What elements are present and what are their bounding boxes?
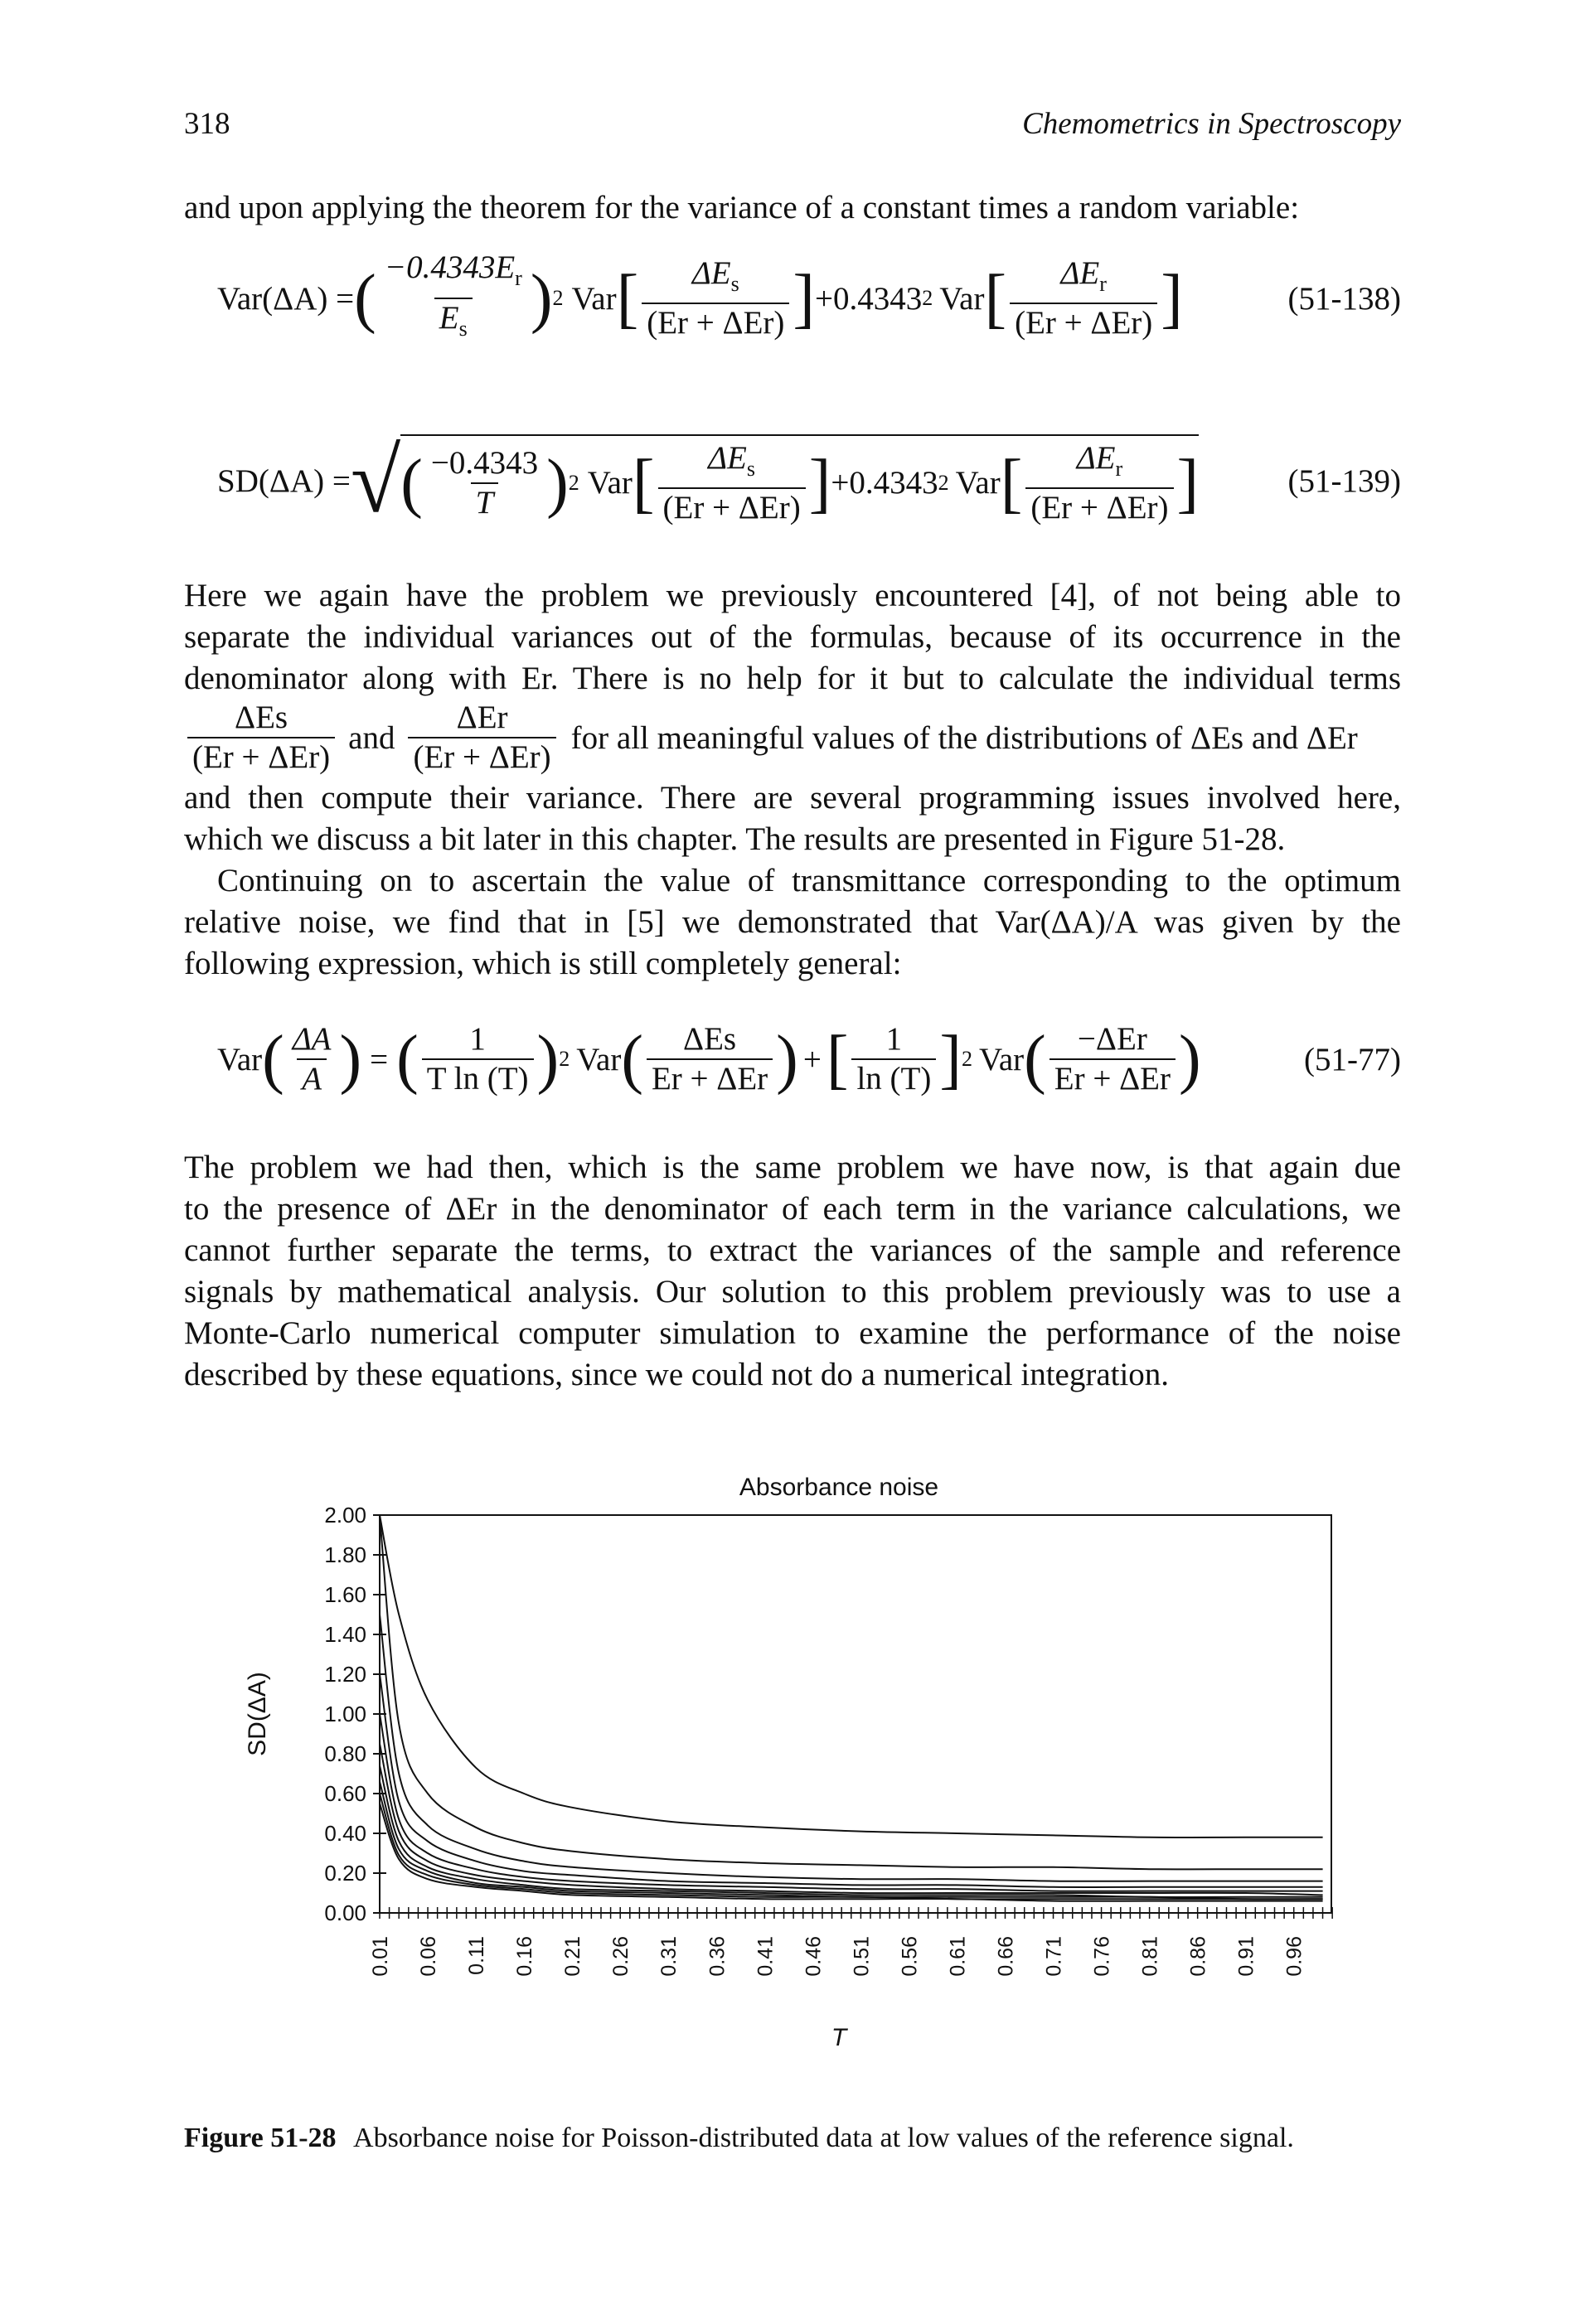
text-line: and upon applying the theorem for the va… [184, 190, 1300, 225]
equation-51-138: Var(ΔA) = ( −0.4343Er Es )2 Var [ ΔEs (E… [184, 249, 1401, 348]
x-tick-label: 0.86 [1187, 1936, 1210, 1977]
series-line [380, 1515, 1323, 1838]
x-tick-label: 0.06 [417, 1936, 440, 1977]
equation-51-77: Var ( ΔA A ) = ( 1 T ln (T) )2 Var ( ΔEs… [184, 1009, 1401, 1109]
text-line: cannot further separate the terms, to ex… [184, 1232, 1401, 1268]
series-line [380, 1803, 1323, 1902]
y-tick-label: 0.20 [324, 1861, 366, 1886]
equation-51-139: SD(ΔA) = √ ( −0.4343 T )2 Var [ ΔEs (Er … [217, 430, 1401, 531]
running-head: 318 Chemometrics in Spectroscopy [184, 106, 1401, 148]
y-tick-label: 1.80 [324, 1542, 366, 1567]
series-line [380, 1793, 1323, 1900]
intro-paragraph: and upon applying the theorem for the va… [184, 187, 1401, 229]
x-tick-label: 0.46 [802, 1936, 825, 1977]
x-tick-label: 0.11 [465, 1936, 488, 1975]
series-line [380, 1515, 1323, 1871]
text-line: signals by mathematical analysis. Our so… [184, 1274, 1401, 1310]
x-tick-label: 0.01 [369, 1936, 392, 1977]
inline-fraction: ΔEs (Er + ΔEr) [187, 699, 336, 777]
absorbance-noise-chart: Absorbance noise 0.00 0.20 0.40 0.60 0.80 1.00… [232, 1465, 1368, 2062]
series-line [380, 1713, 1323, 1892]
text-line: separate the individual variances out of… [184, 619, 1401, 655]
book-title: Chemometrics in Spectroscopy [1022, 107, 1401, 141]
y-tick-label: 1.20 [324, 1662, 366, 1687]
figure-caption: Figure 51-28 Absorbance noise for Poisso… [184, 2120, 1401, 2157]
text-line: Monte-Carlo numerical computer simulatio… [184, 1315, 1401, 1351]
text-line: and then compute their variance. There a… [184, 780, 1401, 816]
x-tick-label: 0.26 [609, 1936, 633, 1977]
series-line [380, 1673, 1323, 1888]
chart-svg: Absorbance noise 0.00 0.20 0.40 0.60 0.80 1.00… [244, 1474, 1333, 2051]
y-tick-label: 1.00 [324, 1702, 366, 1726]
x-tick-label: 0.76 [1091, 1936, 1114, 1977]
paragraph-1: Here we again have the problem we previo… [184, 575, 1401, 700]
series-line [380, 1781, 1323, 1900]
caption-text: Absorbance noise for Poisson-distributed… [353, 2123, 1294, 2153]
equation-number: (51-77) [1304, 1041, 1401, 1077]
x-tick-label: 0.71 [1043, 1936, 1066, 1977]
x-tick-label: 0.66 [994, 1936, 1017, 1977]
text-line: to the presence of ΔEr in the denominato… [184, 1191, 1401, 1227]
series-line [380, 1743, 1323, 1896]
paragraph-3: Continuing on to ascertain the value of … [184, 860, 1401, 985]
equation-number: (51-138) [1287, 280, 1401, 317]
y-tick-label: 2.00 [324, 1503, 366, 1528]
x-tick-label: 0.96 [1283, 1936, 1306, 1977]
x-tick-label: 0.21 [561, 1936, 584, 1977]
eq-fraction: ΔEr (Er + ΔEr) [1025, 439, 1174, 528]
eq-lhs: SD(ΔA) = [217, 462, 351, 499]
eq-lhs: Var(ΔA) = [217, 280, 355, 317]
x-tick-label: 0.36 [705, 1936, 729, 1977]
eq-fraction: 1 ln (T) [851, 1020, 937, 1098]
eq-fraction: ΔEs (Er + ΔEr) [657, 439, 806, 528]
y-axis-label: SD(ΔA) [244, 1672, 271, 1756]
x-tick-label: 0.16 [513, 1936, 536, 1977]
x-tick-label: 0.61 [946, 1936, 969, 1977]
text-line: Continuing on to ascertain the value of … [217, 863, 1401, 898]
y-tick-label: 0.80 [324, 1741, 366, 1766]
eq-fraction: 1 T ln (T) [421, 1020, 534, 1098]
inline-terms: ΔEs (Er + ΔEr) and ΔEr (Er + ΔEr) for al… [184, 696, 1401, 779]
eq-fraction: ΔA A [292, 1021, 332, 1097]
text-line: relative noise, we find that in [5] we d… [184, 904, 1401, 940]
eq-fraction: ΔEs Er + ΔEr [646, 1020, 773, 1098]
series-line [380, 1614, 1323, 1882]
x-tick-label: 0.81 [1139, 1936, 1162, 1977]
y-tick-label: 0.60 [324, 1781, 366, 1806]
x-tick-label: 0.31 [657, 1936, 681, 1977]
text-line: denominator along with Er. There is no h… [184, 661, 1401, 696]
text-line: The problem we had then, which is the sa… [184, 1150, 1401, 1185]
text-line: which we discuss a bit later in this cha… [184, 821, 1286, 857]
chart-title: Absorbance noise [739, 1474, 938, 1501]
x-tick-label: 0.41 [754, 1936, 777, 1977]
text-line: Here we again have the problem we previo… [184, 578, 1401, 613]
plot-frame [379, 1514, 1332, 1914]
y-tick-label: 0.40 [324, 1821, 366, 1846]
eq-fraction: −0.4343 T [430, 444, 539, 520]
x-tick-label: 0.91 [1235, 1936, 1258, 1977]
text-line: following expression, which is still com… [184, 946, 902, 981]
figure-label: Figure 51-28 [184, 2123, 337, 2153]
equation-number: (51-139) [1287, 462, 1401, 499]
eq-fraction: ΔEr (Er + ΔEr) [1010, 254, 1158, 343]
x-tick-label: 0.56 [898, 1936, 921, 1977]
paragraph-2: and then compute their variance. There a… [184, 777, 1401, 860]
page-number: 318 [184, 107, 230, 141]
y-tick-label: 1.40 [324, 1622, 366, 1647]
eq-fraction: −ΔEr Er + ΔEr [1049, 1020, 1176, 1098]
x-axis-label: T [831, 2024, 849, 2051]
inline-fraction: ΔEr (Er + ΔEr) [408, 699, 556, 777]
eq-fraction: ΔEs (Er + ΔEr) [642, 254, 790, 343]
y-tick-label: 0.00 [324, 1900, 366, 1925]
x-tick-label: 0.51 [850, 1936, 873, 1977]
eq-fraction: −0.4343Er Es [380, 249, 527, 348]
text-line: described by these equations, since we c… [184, 1357, 1170, 1392]
y-tick-label: 1.60 [324, 1582, 366, 1607]
paragraph-4: The problem we had then, which is the sa… [184, 1147, 1401, 1396]
